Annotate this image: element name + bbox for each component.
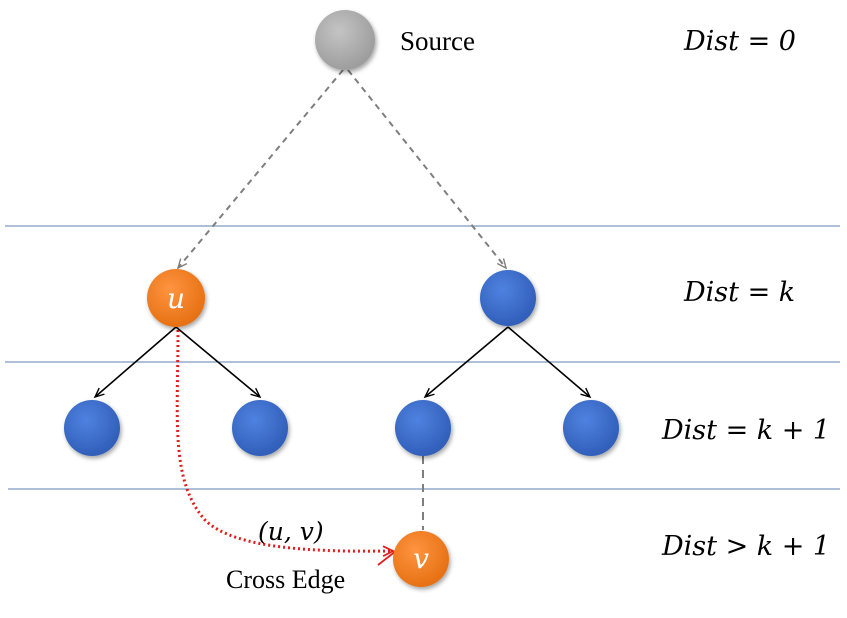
- source-label: Source: [400, 26, 475, 56]
- node-child-4: [563, 400, 619, 456]
- node-child-2: [232, 400, 288, 456]
- tree-edge-u-right: [175, 326, 262, 399]
- source-node: [315, 10, 375, 70]
- node-v-label: v: [413, 542, 429, 575]
- level-label-k-plus-1: Dist = k + 1: [661, 415, 830, 446]
- level-label-k: Dist = k: [683, 277, 795, 308]
- tree-edge-u-left: [93, 326, 177, 399]
- level-label-gt-k-plus-1: Dist > k + 1: [661, 531, 830, 562]
- tree-edge-r-left: [423, 326, 509, 399]
- edge-uv-label: (u, v): [258, 517, 324, 546]
- dashed-path-source-to-u: [176, 69, 344, 270]
- node-right-k: [480, 270, 536, 326]
- dashed-path-source-to-right: [347, 69, 508, 270]
- node-child-3: [395, 400, 451, 456]
- level-label-0: Dist = 0: [683, 26, 796, 57]
- cross-edge-path: [175, 329, 396, 557]
- node-u: u: [147, 269, 205, 327]
- cross-edge-label: Cross Edge: [226, 565, 345, 594]
- node-child-1: [64, 400, 120, 456]
- node-v: v: [393, 531, 449, 587]
- cross-edge-label-pointer: [377, 550, 397, 566]
- tree-edge-r-right: [507, 326, 592, 399]
- node-u-label: u: [167, 282, 185, 315]
